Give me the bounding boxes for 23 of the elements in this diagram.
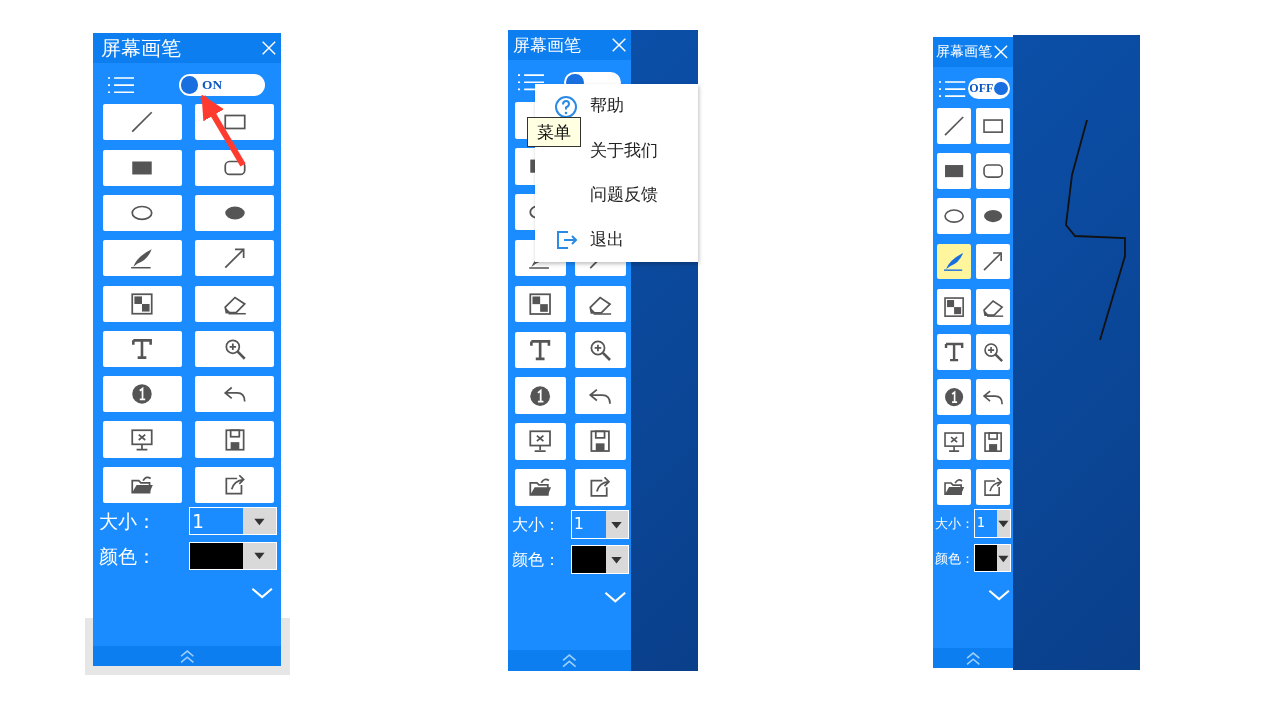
toggle-switch: ON [178,74,265,96]
callout-arrow [200,94,246,167]
field-label: 大小： [98,508,156,534]
panel-title: 屏幕画笔 [512,34,581,57]
field-label: 颜色： [511,548,560,571]
field-label: 颜色： [98,543,156,569]
panel-title: 屏幕画笔 [100,34,181,62]
menu-item: 关于我们 [590,138,658,162]
field-label: 大小： [935,514,975,533]
toolbar-panel [93,33,281,666]
dropdown-menu [535,84,698,262]
size-select: 1 [188,506,278,536]
size-select: 1 [570,509,629,539]
menu-item: 帮助 [590,94,624,117]
panel-title: 屏幕画笔 [936,42,993,61]
menu-item: 问题反馈 [590,183,658,206]
size-select: 1 [973,509,1012,538]
toggle-switch: OFF [968,78,1010,100]
field-label: 颜色： [935,549,975,568]
field-label: 大小： [511,513,560,536]
tooltip: 菜单 [527,117,581,147]
toolbar-panel [933,37,1013,668]
menu-item: 退出 [590,227,624,251]
